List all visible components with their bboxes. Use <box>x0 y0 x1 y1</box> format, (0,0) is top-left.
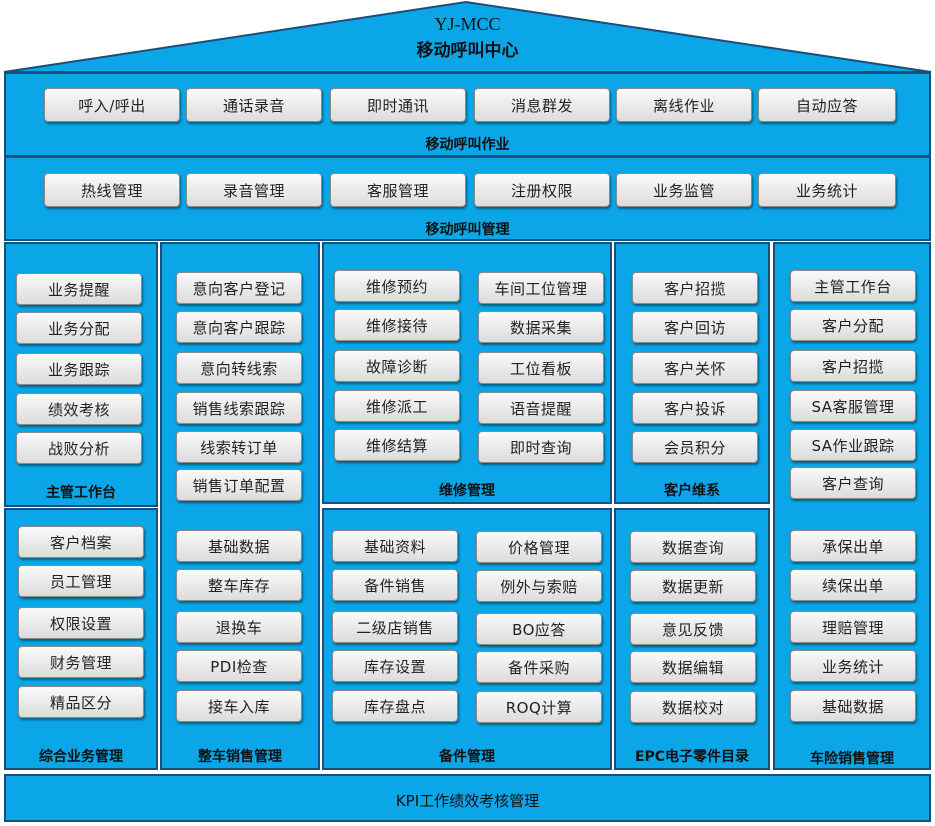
parts-button[interactable]: 基础资料 <box>332 530 458 562</box>
insurance-top-button[interactable]: 主管工作台 <box>790 270 916 302</box>
care-button[interactable]: 客户招揽 <box>632 272 758 304</box>
leads-button[interactable]: 意向转线索 <box>176 352 302 384</box>
parts-button[interactable]: 备件销售 <box>332 569 458 601</box>
vehicle-label: 整车销售管理 <box>198 749 282 765</box>
mgmt-label: 移动呼叫管理 <box>425 222 510 238</box>
repair-button[interactable]: 故障诊断 <box>334 350 460 382</box>
repair-button[interactable]: 语音提醒 <box>478 392 604 424</box>
insurance-top-button[interactable]: SA客服管理 <box>790 390 916 422</box>
general-button[interactable]: 员工管理 <box>18 565 144 597</box>
repair-button[interactable]: 工位看板 <box>478 352 604 384</box>
mgmt-button[interactable]: 录音管理 <box>186 173 322 207</box>
insurance-top-button[interactable]: 客户查询 <box>790 467 916 499</box>
parts-button[interactable]: 二级店销售 <box>332 611 458 643</box>
parts-button[interactable]: 例外与索赔 <box>476 570 602 602</box>
vehicle-button[interactable]: 退换车 <box>176 611 302 643</box>
insurance-label: 车险销售管理 <box>810 751 894 767</box>
footer-label: KPI工作绩效考核管理 <box>395 792 540 810</box>
system-subtitle: 移动呼叫中心 <box>416 41 519 61</box>
leads-button[interactable]: 意向客户跟踪 <box>176 311 302 343</box>
parts-button[interactable]: 库存设置 <box>332 650 458 682</box>
mgmt-button[interactable]: 注册权限 <box>474 173 610 207</box>
care-button[interactable]: 客户投诉 <box>632 392 758 424</box>
parts-button[interactable]: 库存盘点 <box>332 690 458 722</box>
supervisor-button[interactable]: 绩效考核 <box>16 393 142 425</box>
footer-panel <box>4 774 931 822</box>
epc-button[interactable]: 意见反馈 <box>630 613 756 645</box>
repair-button[interactable]: 即时查询 <box>478 431 604 463</box>
insurance-button[interactable]: 基础数据 <box>790 690 916 722</box>
supervisor-button[interactable]: 业务分配 <box>16 312 142 344</box>
vehicle-button[interactable]: 整车库存 <box>176 569 302 601</box>
mgmt-button[interactable]: 业务监管 <box>616 173 752 207</box>
ops-button[interactable]: 呼入/呼出 <box>44 88 180 122</box>
epc-label: EPC电子零件目录 <box>634 749 750 765</box>
insurance-button[interactable]: 业务统计 <box>790 650 916 682</box>
epc-button[interactable]: 数据校对 <box>630 691 756 723</box>
ops-label: 移动呼叫作业 <box>425 137 510 153</box>
epc-button[interactable]: 数据编辑 <box>630 651 756 683</box>
general-button[interactable]: 权限设置 <box>18 607 144 639</box>
supervisor-label: 主管工作台 <box>46 485 116 501</box>
epc-button[interactable]: 数据更新 <box>630 570 756 602</box>
repair-button[interactable]: 车间工位管理 <box>478 272 604 304</box>
repair-button[interactable]: 数据采集 <box>478 311 604 343</box>
vehicle-button[interactable]: 基础数据 <box>176 530 302 562</box>
repair-button[interactable]: 维修结算 <box>334 429 460 461</box>
care-label: 客户维系 <box>664 483 720 499</box>
care-button[interactable]: 客户关怀 <box>632 352 758 384</box>
ops-button[interactable]: 离线作业 <box>616 88 752 122</box>
parts-button[interactable]: 价格管理 <box>476 531 602 563</box>
care-button[interactable]: 客户回访 <box>632 311 758 343</box>
insurance-button[interactable]: 续保出单 <box>790 569 916 601</box>
repair-button[interactable]: 维修预约 <box>334 270 460 302</box>
mgmt-button[interactable]: 业务统计 <box>758 173 896 207</box>
ops-button[interactable]: 即时通讯 <box>330 88 466 122</box>
repair-button[interactable]: 维修接待 <box>334 309 460 341</box>
repair-label: 维修管理 <box>439 483 495 499</box>
general-button[interactable]: 客户档案 <box>18 526 144 558</box>
repair-button[interactable]: 维修派工 <box>334 390 460 422</box>
parts-button[interactable]: 备件采购 <box>476 651 602 683</box>
insurance-button[interactable]: 承保出单 <box>790 530 916 562</box>
insurance-top-button[interactable]: 客户分配 <box>790 309 916 341</box>
system-title: YJ-MCC <box>434 14 501 34</box>
parts-label: 备件管理 <box>439 749 495 765</box>
mgmt-button[interactable]: 客服管理 <box>330 173 466 207</box>
leads-button[interactable]: 销售线索跟踪 <box>176 392 302 424</box>
supervisor-button[interactable]: 业务提醒 <box>16 273 142 305</box>
vehicle-button[interactable]: PDI检查 <box>176 650 302 682</box>
insurance-button[interactable]: 理赔管理 <box>790 611 916 643</box>
leads-button[interactable]: 意向客户登记 <box>176 272 302 304</box>
insurance-top-button[interactable]: SA作业跟踪 <box>790 429 916 461</box>
vehicle-button[interactable]: 接车入库 <box>176 690 302 722</box>
supervisor-button[interactable]: 战败分析 <box>16 432 142 464</box>
leads-button[interactable]: 销售订单配置 <box>176 469 302 501</box>
epc-button[interactable]: 数据查询 <box>630 531 756 563</box>
insurance-top-button[interactable]: 客户招揽 <box>790 350 916 382</box>
leads-button[interactable]: 线索转订单 <box>176 431 302 463</box>
ops-button[interactable]: 自动应答 <box>758 88 896 122</box>
care-button[interactable]: 会员积分 <box>632 431 758 463</box>
general-label: 综合业务管理 <box>39 749 123 765</box>
parts-button[interactable]: ROQ计算 <box>476 691 602 723</box>
supervisor-button[interactable]: 业务跟踪 <box>16 353 142 385</box>
parts-button[interactable]: BO应答 <box>476 613 602 645</box>
ops-button[interactable]: 消息群发 <box>474 88 610 122</box>
ops-button[interactable]: 通话录音 <box>186 88 322 122</box>
general-button[interactable]: 财务管理 <box>18 646 144 678</box>
mgmt-button[interactable]: 热线管理 <box>44 173 180 207</box>
general-button[interactable]: 精品区分 <box>18 686 144 718</box>
